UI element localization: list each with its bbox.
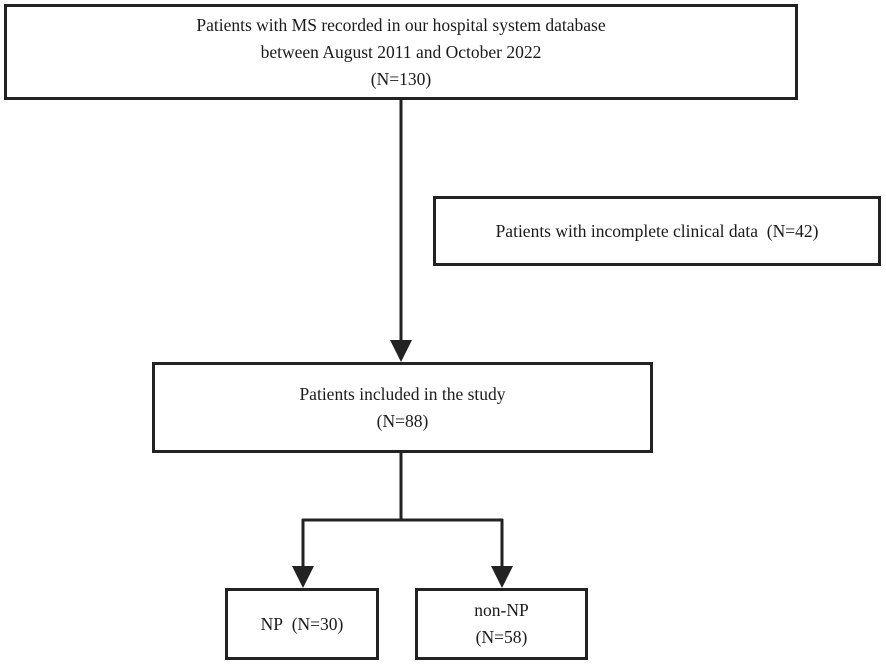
box-included-label: Patients included in the study xyxy=(299,383,506,404)
box-all-ms-patients-line2: between August 2011 and October 2022 xyxy=(260,41,542,62)
box-np-label: NP (N=30) xyxy=(260,613,344,634)
box-np-group: NP (N=30) xyxy=(225,588,379,660)
box-non-np-group: non-NP (N=58) xyxy=(415,588,588,660)
box-all-ms-patients-count: (N=130) xyxy=(370,68,432,89)
box-non-np-label: non-NP xyxy=(474,600,529,620)
box-included-count: (N=88) xyxy=(376,410,429,431)
arrowhead-non-np xyxy=(491,566,513,588)
box-all-ms-patients: Patients with MS recorded in our hospita… xyxy=(4,4,798,100)
arrowhead-np xyxy=(292,566,314,588)
arrowhead-included xyxy=(390,340,412,362)
box-all-ms-patients-line1: Patients with MS recorded in our hospita… xyxy=(196,14,606,35)
box-included-patients: Patients included in the study (N=88) xyxy=(152,362,653,453)
box-excluded-incomplete-data: Patients with incomplete clinical data (… xyxy=(433,196,881,266)
box-excluded-label: Patients with incomplete clinical data (… xyxy=(495,220,819,241)
box-non-np-count: (N=58) xyxy=(475,627,528,647)
